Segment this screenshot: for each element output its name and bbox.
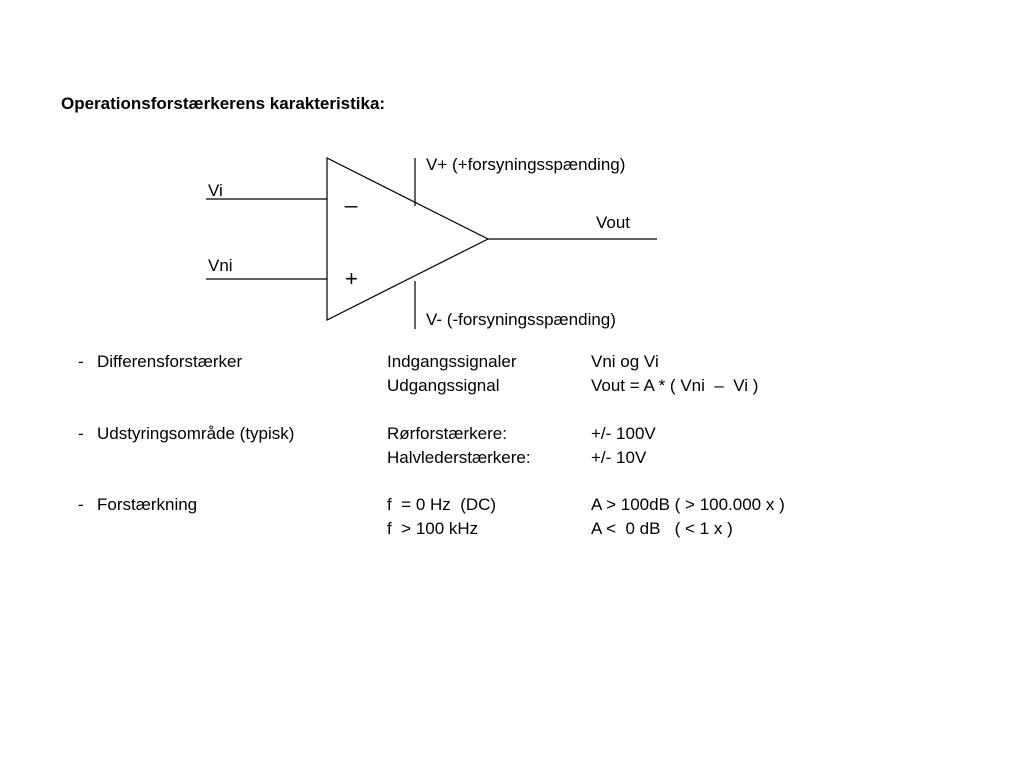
row-col2: Rørforstærkere: — [387, 424, 507, 443]
supply-negative-label: V- (-forsyningsspænding) — [426, 310, 616, 329]
page-title: Operationsforstærkerens karakteristika: — [61, 94, 386, 113]
row-bullet: - — [78, 352, 84, 371]
row-label-differensforstaerker: Differensforstærker — [97, 352, 243, 371]
input-noninverting-label: Vni — [208, 256, 233, 275]
row-col2: f > 100 kHz — [387, 519, 479, 538]
row-col2: Udgangssignal — [387, 376, 500, 395]
row-label-udstyringsomraade: Udstyringsområde (typisk) — [97, 424, 295, 443]
row-col2: Halvlederstærkere: — [387, 448, 531, 467]
row-col3: +/- 10V — [591, 448, 647, 467]
minus-sign: _ — [345, 183, 358, 208]
supply-positive-label: V+ (+forsyningsspænding) — [426, 155, 626, 174]
row-col3: Vni og Vi — [591, 352, 659, 371]
output-label: Vout — [596, 213, 631, 232]
row-label-forstaerkning: Forstærkning — [97, 495, 198, 514]
row-bullet: - — [78, 495, 84, 514]
row-col3: A < 0 dB ( < 1 x ) — [591, 519, 733, 538]
plus-sign: + — [345, 266, 358, 291]
row-col3: +/- 100V — [591, 424, 656, 443]
row-bullet: - — [78, 424, 84, 443]
opamp-triangle — [326, 157, 490, 321]
row-col2: f = 0 Hz (DC) — [387, 495, 497, 514]
row-col3: Vout = A * ( Vni – Vi ) — [591, 376, 759, 395]
row-col2: Indgangssignaler — [387, 352, 517, 371]
input-inverting-label: Vi — [208, 181, 223, 200]
row-col3: A > 100dB ( > 100.000 x ) — [591, 495, 785, 514]
